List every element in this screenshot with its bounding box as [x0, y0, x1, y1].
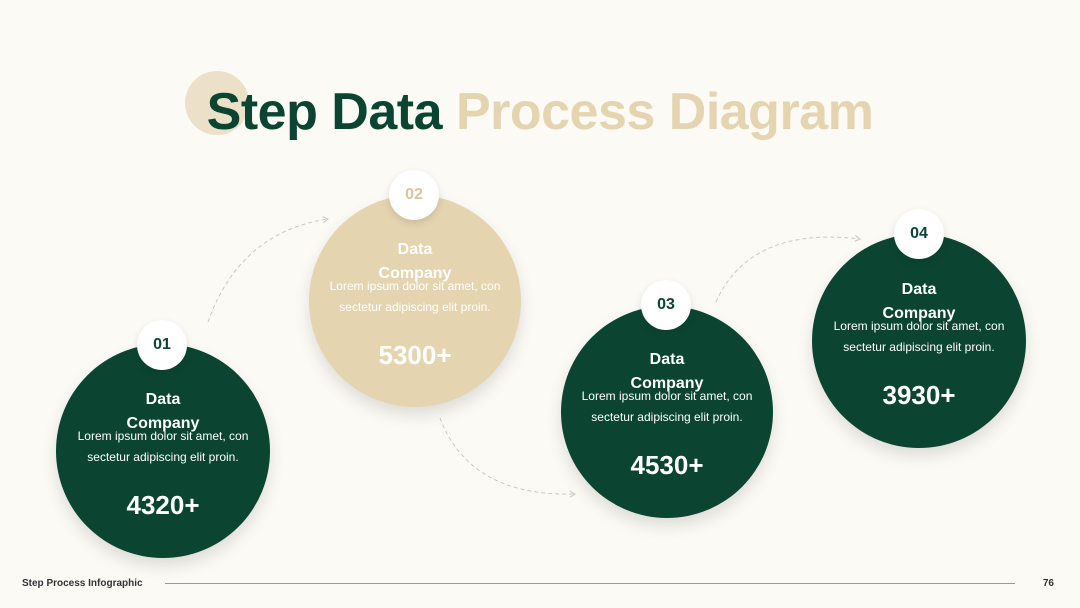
title-accent-dot	[185, 71, 249, 135]
step-3-description: Lorem ipsum dolor sit amet, con sectetur…	[581, 389, 753, 424]
step-4-badge: 04	[894, 209, 944, 259]
connector-arrow-1-2	[207, 216, 329, 323]
step-1-heading: Data Company	[126, 391, 200, 432]
step-4-heading: Data Company	[882, 281, 956, 322]
step-3-circle	[561, 306, 773, 518]
step-2-description: Lorem ipsum dolor sit amet, con sectetur…	[329, 279, 501, 314]
title-part-1: Step Data	[206, 83, 443, 141]
step-2-circle	[309, 195, 521, 407]
footer-label: Step Process Infographic	[22, 578, 143, 589]
step-4-value: 3930+	[882, 380, 956, 410]
step-3-heading: Data Company	[630, 351, 704, 392]
page-number: 76	[1042, 578, 1054, 589]
step-1-value: 4320+	[126, 490, 200, 520]
step-2-value: 5300+	[378, 340, 452, 370]
step-1-badge: 01	[137, 320, 187, 370]
step-1-description: Lorem ipsum dolor sit amet, con sectetur…	[77, 429, 249, 464]
page-title: Step Data Process Diagram	[0, 82, 1080, 142]
step-1-circle	[56, 344, 270, 558]
step-2-heading: Data Company	[378, 241, 452, 282]
footer-divider	[165, 583, 1015, 584]
title-part-2: Process Diagram	[455, 83, 874, 141]
step-2-badge: 02	[389, 170, 439, 220]
step-3-value: 4530+	[630, 450, 704, 480]
step-4-circle	[812, 234, 1026, 448]
connector-arrow-3-4	[715, 235, 861, 303]
step-3-badge: 03	[641, 280, 691, 330]
step-4-description: Lorem ipsum dolor sit amet, con sectetur…	[833, 319, 1005, 354]
connector-arrow-2-3	[439, 417, 576, 498]
